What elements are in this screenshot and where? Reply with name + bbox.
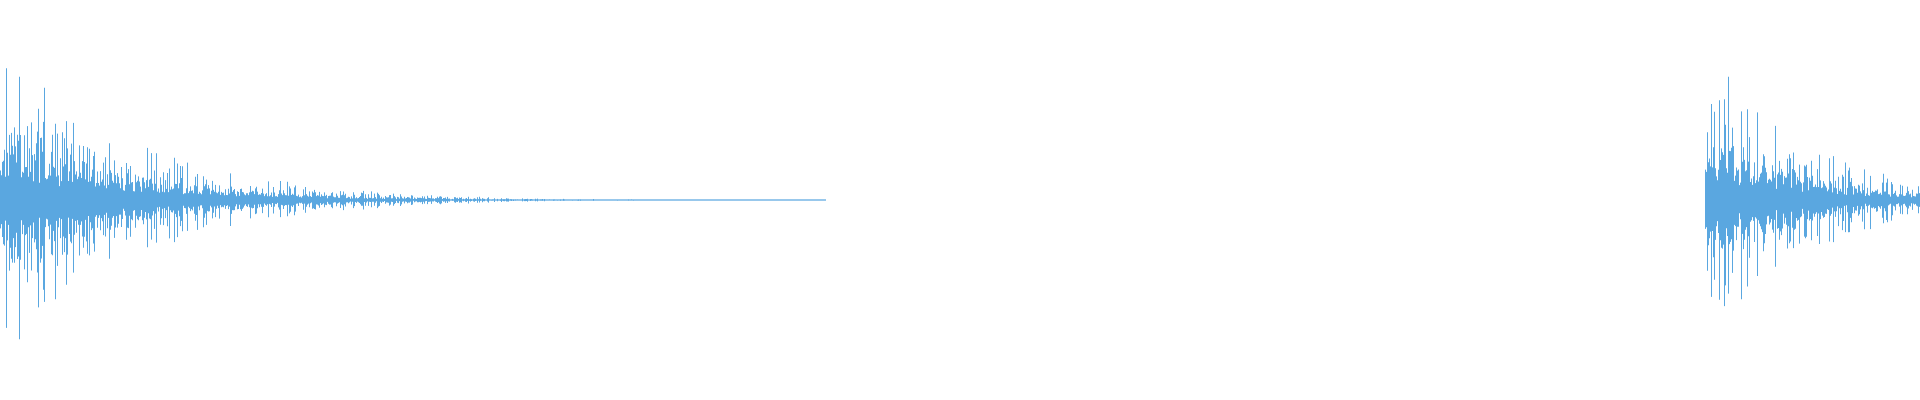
waveform-clips	[0, 68, 1920, 340]
waveform-trace	[0, 68, 826, 340]
waveform-clip-1	[0, 68, 826, 340]
waveform-clip-2	[1705, 76, 1920, 307]
waveform-trace	[1705, 76, 1920, 307]
